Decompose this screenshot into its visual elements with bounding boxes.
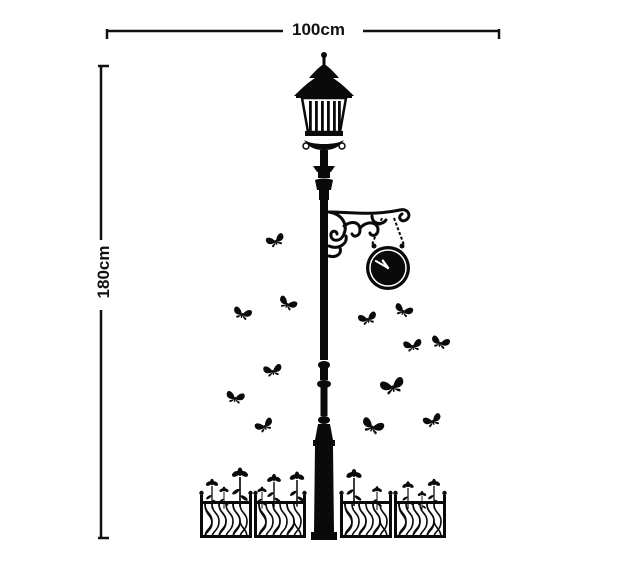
butterfly-icon: [264, 231, 287, 250]
street-lamp-icon: [294, 52, 354, 540]
height-label: 180cm: [94, 240, 114, 304]
width-dimension-line: [105, 29, 501, 39]
clock-icon: [366, 217, 410, 290]
fence-icon: [338, 489, 394, 539]
butterflies: [224, 231, 452, 437]
flower-icon: [230, 466, 250, 508]
height-dimension-line: [98, 64, 109, 540]
butterfly-icon: [429, 334, 452, 351]
butterfly-icon: [402, 338, 424, 354]
flower-icon: [218, 486, 230, 510]
fence-icon: [392, 489, 448, 539]
butterfly-icon: [392, 301, 415, 320]
width-label: 100cm: [288, 20, 349, 40]
butterfly-icon: [224, 390, 246, 406]
butterfly-icon: [253, 416, 276, 436]
flower-icon: [344, 468, 364, 507]
butterfly-icon: [421, 411, 444, 430]
butterfly-icon: [359, 415, 386, 437]
flower-icon: [400, 480, 416, 510]
butterfly-icon: [231, 305, 254, 322]
butterfly-icon: [378, 375, 407, 397]
butterfly-icon: [262, 363, 284, 379]
clock-minute-hand: [374, 260, 389, 269]
butterfly-icon: [356, 310, 379, 327]
ornamental-bracket: [327, 208, 411, 258]
butterfly-icon: [276, 294, 299, 314]
